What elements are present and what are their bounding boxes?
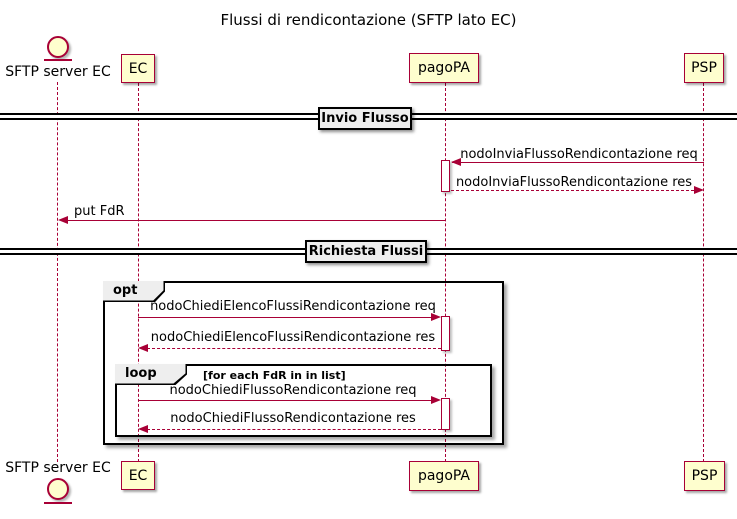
- lifeline-sftp: [57, 82, 58, 462]
- lifeline-psp: [703, 83, 704, 462]
- entity-icon: [47, 478, 69, 500]
- fragment-opt-tab: opt: [103, 281, 165, 302]
- participant-pagopa-bottom: pagoPA: [409, 461, 479, 491]
- message-elenco-req-line: [138, 317, 432, 318]
- divider-richiesta-flussi: Richiesta Flussi: [305, 240, 427, 263]
- message-invia-res-label: nodoInviaFlussoRendicontazione res: [455, 175, 693, 190]
- message-flusso-req-line: [138, 400, 432, 401]
- participant-psp-bottom: PSP: [684, 461, 725, 491]
- arrowhead-left-icon: [138, 344, 148, 352]
- fragment-opt-tab-fill: [103, 281, 164, 301]
- message-flusso-req-label: nodoChiediFlussoRendicontazione req: [169, 383, 417, 398]
- participant-psp-top: PSP: [684, 53, 724, 83]
- arrowhead-right-icon: [694, 186, 704, 194]
- arrowhead-left-icon: [58, 216, 68, 224]
- fragment-opt: [103, 281, 504, 445]
- fragment-loop-guard: [for each FdR in in list]: [203, 369, 346, 382]
- participant-ec-bottom: EC: [121, 461, 155, 490]
- fragment-loop-tab-fill: [115, 364, 186, 384]
- message-put-fdr-label: put FdR: [74, 204, 125, 219]
- message-flusso-res-line: [147, 429, 441, 430]
- arrowhead-right-icon: [431, 313, 441, 321]
- activation-pagopa-flusso: [441, 398, 450, 430]
- fragment-loop-tab: loop: [115, 364, 187, 385]
- message-elenco-req-label: nodoChiediElencoFlussiRendicontazione re…: [150, 299, 436, 314]
- participant-pagopa-top: pagoPA: [409, 53, 479, 83]
- arrowhead-left-icon: [138, 425, 148, 433]
- message-invia-res-line: [451, 190, 694, 191]
- message-invia-req-label: nodoInviaFlussoRendicontazione req: [460, 147, 698, 162]
- fragment-loop: [115, 364, 492, 437]
- participant-ec-top: EC: [121, 54, 155, 83]
- fragment-opt-keyword: opt: [113, 283, 138, 298]
- diagram-title: Flussi di rendicontazione (SFTP lato EC): [220, 11, 517, 29]
- message-elenco-res-line: [147, 348, 441, 349]
- message-elenco-res-label: nodoChiediElencoFlussiRendicontazione re…: [150, 330, 436, 345]
- lifeline-ec: [138, 83, 139, 462]
- fragment-loop-keyword: loop: [125, 366, 157, 381]
- entity-underline: [44, 502, 72, 504]
- entity-icon: [47, 36, 69, 58]
- lifeline-pagopa: [445, 83, 446, 462]
- arrowhead-right-icon: [431, 396, 441, 404]
- participant-sftp-top: SFTP server EC: [5, 64, 111, 80]
- participant-sftp-bottom: SFTP server EC: [5, 460, 111, 476]
- activation-pagopa-invio: [441, 160, 450, 192]
- divider-invio-flusso: Invio Flusso: [318, 107, 412, 130]
- message-put-fdr-line: [67, 220, 445, 221]
- message-invia-req-line: [452, 162, 704, 163]
- arrowhead-left-icon: [451, 158, 461, 166]
- activation-pagopa-elenco: [441, 316, 450, 351]
- entity-underline: [44, 59, 72, 61]
- message-flusso-res-label: nodoChiediFlussoRendicontazione res: [170, 411, 416, 426]
